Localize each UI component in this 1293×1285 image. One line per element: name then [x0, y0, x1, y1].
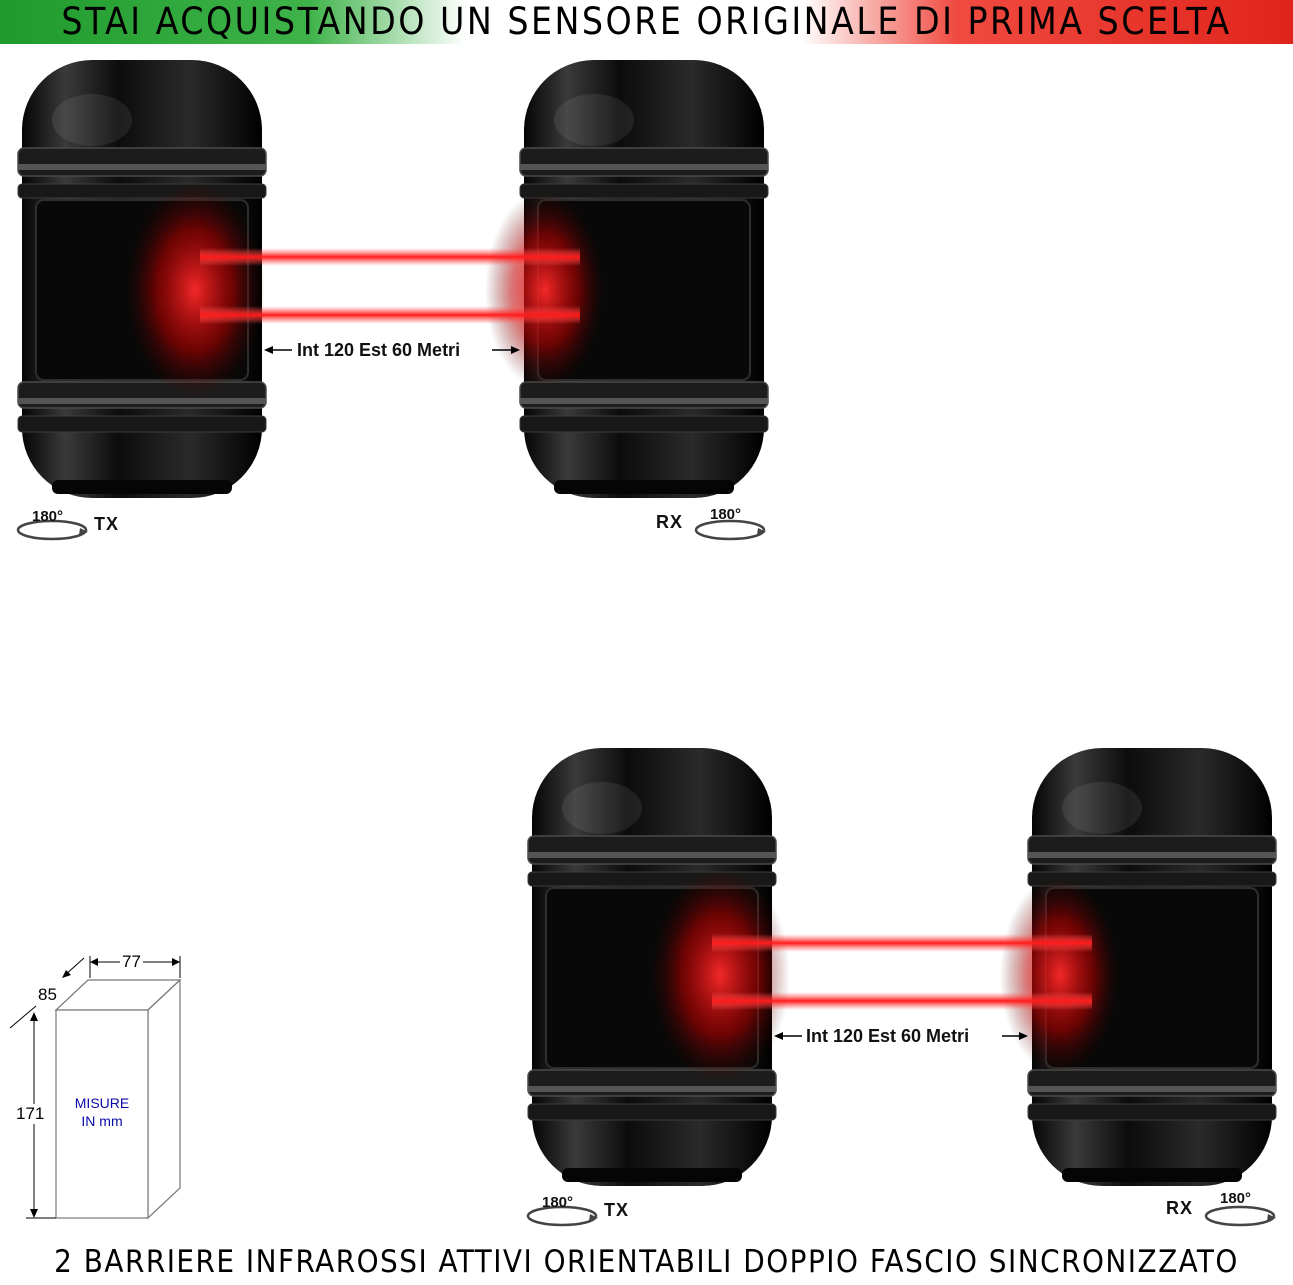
- ir-beam-top-1: [200, 248, 580, 266]
- depth-dimension: 85: [38, 985, 57, 1004]
- footer-caption: 2 BARRIERE INFRAROSSI ATTIVI ORIENTABILI…: [54, 1244, 1239, 1280]
- measure-note-line1: MISURE: [74, 1095, 130, 1111]
- double-arrow-icon: [264, 346, 520, 354]
- ir-beam-bottom-1: [712, 934, 1092, 952]
- rx-label-top: RX: [656, 512, 684, 532]
- range-label-top: Int 120 Est 60 Metri: [297, 340, 461, 360]
- tx-label-bottom: TX: [604, 1200, 630, 1220]
- measure-note: MISURE IN mm: [60, 1094, 144, 1130]
- rotation-label-tx-bottom: 180°: [542, 1194, 574, 1211]
- rotation-label-rx-top: 180°: [710, 506, 742, 523]
- measure-note-line2: IN mm: [81, 1113, 123, 1129]
- double-arrow-icon: [774, 1032, 1028, 1040]
- rx-label-bottom: RX: [1166, 1198, 1194, 1218]
- tricolor-banner: STAI ACQUISTANDO UN SENSORE ORIGINALE DI…: [0, 0, 1293, 44]
- ir-beam-top-2: [200, 306, 580, 324]
- range-label-bottom: Int 120 Est 60 Metri: [806, 1026, 970, 1046]
- ir-beam-bottom-2: [712, 992, 1092, 1010]
- width-dimension: 77: [120, 952, 143, 972]
- height-dimension: 171: [16, 1104, 45, 1124]
- rotation-label-tx-top: 180°: [32, 508, 64, 525]
- tx-label-top: TX: [94, 514, 120, 534]
- rotation-label-rx-bottom: 180°: [1220, 1190, 1252, 1207]
- banner-title: STAI ACQUISTANDO UN SENSORE ORIGINALE DI…: [61, 0, 1232, 43]
